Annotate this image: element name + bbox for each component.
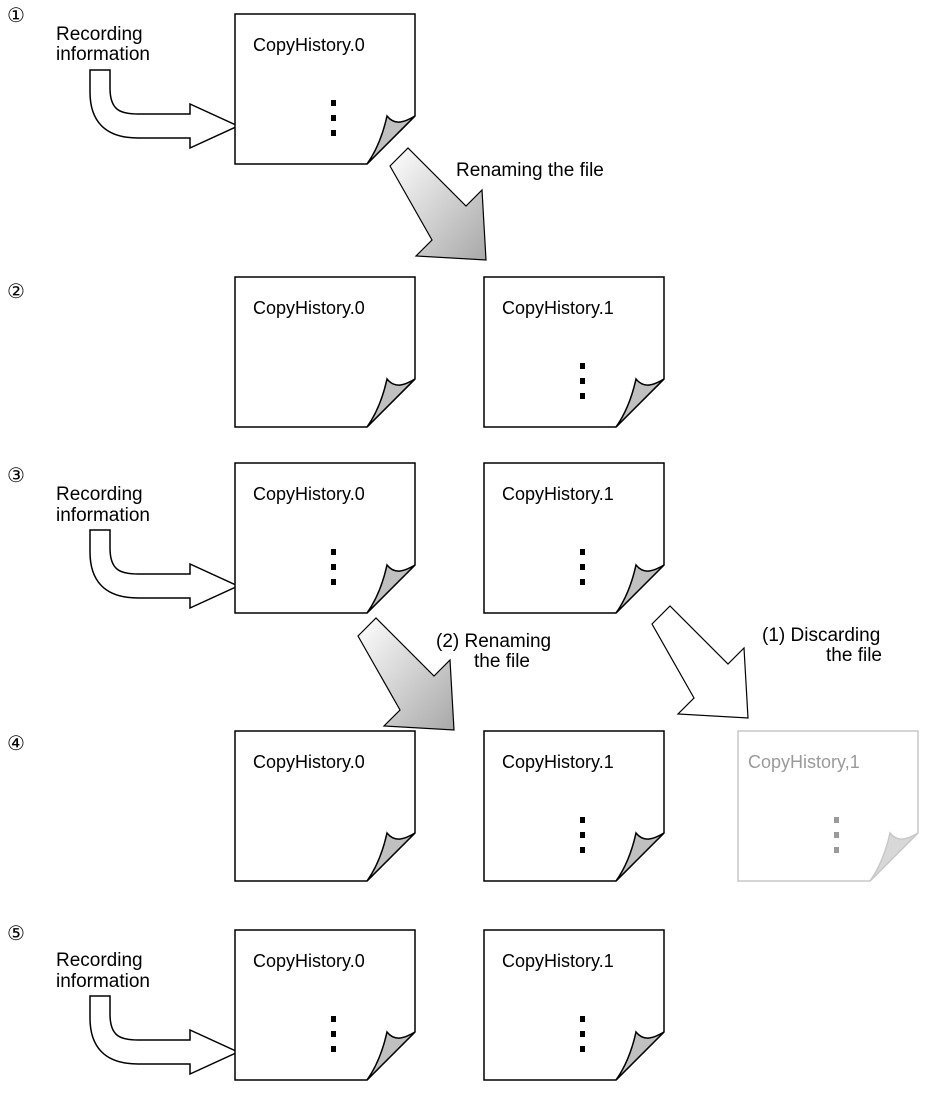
svg-text:information: information (56, 971, 150, 992)
file-name: CopyHistory,1 (748, 752, 860, 772)
ellipsis-icon (834, 817, 839, 853)
file-copyhistory-1-step4: CopyHistory.1 (483, 730, 665, 882)
svg-text:information: information (56, 505, 150, 526)
svg-text:(2) Renaming: (2) Renaming (436, 631, 551, 652)
ellipsis-icon (580, 549, 585, 585)
recording-arrow-step3 (89, 529, 239, 609)
ellipsis-icon (331, 100, 336, 136)
file-name: CopyHistory.1 (502, 484, 614, 504)
renaming-the-file-label: Renaming the file (456, 160, 604, 181)
svg-text:(1) Discarding: (1) Discarding (762, 625, 880, 646)
file-copyhistory-1-step2: CopyHistory.1 (483, 276, 665, 428)
file-name: CopyHistory.0 (253, 951, 365, 971)
file-copyhistory-0-step2: CopyHistory.0 (234, 276, 416, 428)
ellipsis-icon (580, 1016, 585, 1052)
ellipsis-icon (331, 1016, 336, 1052)
svg-text:Recording: Recording (56, 24, 143, 45)
file-name: CopyHistory.0 (253, 752, 365, 772)
file-name: CopyHistory.0 (253, 298, 365, 318)
step-2-marker: ② (7, 279, 25, 303)
recording-label-step3: Recording information (56, 484, 150, 526)
svg-text:information: information (56, 44, 150, 65)
file-copyhistory-1-discarded: CopyHistory,1 (737, 730, 919, 882)
file-copyhistory-0-step5: CopyHistory.0 (234, 929, 416, 1081)
recording-label-step1: Recording information (56, 24, 150, 65)
ellipsis-icon (580, 363, 585, 399)
file-name: CopyHistory.1 (502, 298, 614, 318)
file-name: CopyHistory.0 (253, 484, 365, 504)
svg-text:Recording: Recording (56, 950, 143, 971)
step-3-marker: ③ (7, 463, 25, 487)
ellipsis-icon (580, 817, 585, 853)
file-copyhistory-1-step3: CopyHistory.1 (483, 462, 665, 614)
recording-arrow-step1 (89, 69, 239, 149)
file-copyhistory-0-step4: CopyHistory.0 (234, 730, 416, 882)
ellipsis-icon (331, 549, 336, 585)
file-name: CopyHistory.1 (502, 752, 614, 772)
step-5-marker: ⑤ (7, 921, 25, 945)
file-name: CopyHistory.0 (253, 35, 365, 55)
step-1-marker: ① (7, 3, 25, 27)
recording-label-step5: Recording information (56, 950, 150, 992)
recording-arrow-step5 (89, 995, 239, 1075)
discarding-1-label: (1) Discarding the file (762, 625, 882, 666)
svg-text:the file: the file (474, 651, 530, 672)
discard-arrow-step3 (651, 605, 749, 719)
file-copyhistory-1-step5: CopyHistory.1 (483, 929, 665, 1081)
file-name: CopyHistory.1 (502, 951, 614, 971)
svg-text:Recording: Recording (56, 484, 143, 505)
svg-text:the file: the file (826, 645, 882, 666)
renaming-2-label: (2) Renaming the file (436, 631, 551, 672)
file-copyhistory-0-step1: CopyHistory.0 (234, 13, 416, 165)
file-copyhistory-0-step3: CopyHistory.0 (234, 462, 416, 614)
step-4-marker: ④ (7, 731, 25, 755)
